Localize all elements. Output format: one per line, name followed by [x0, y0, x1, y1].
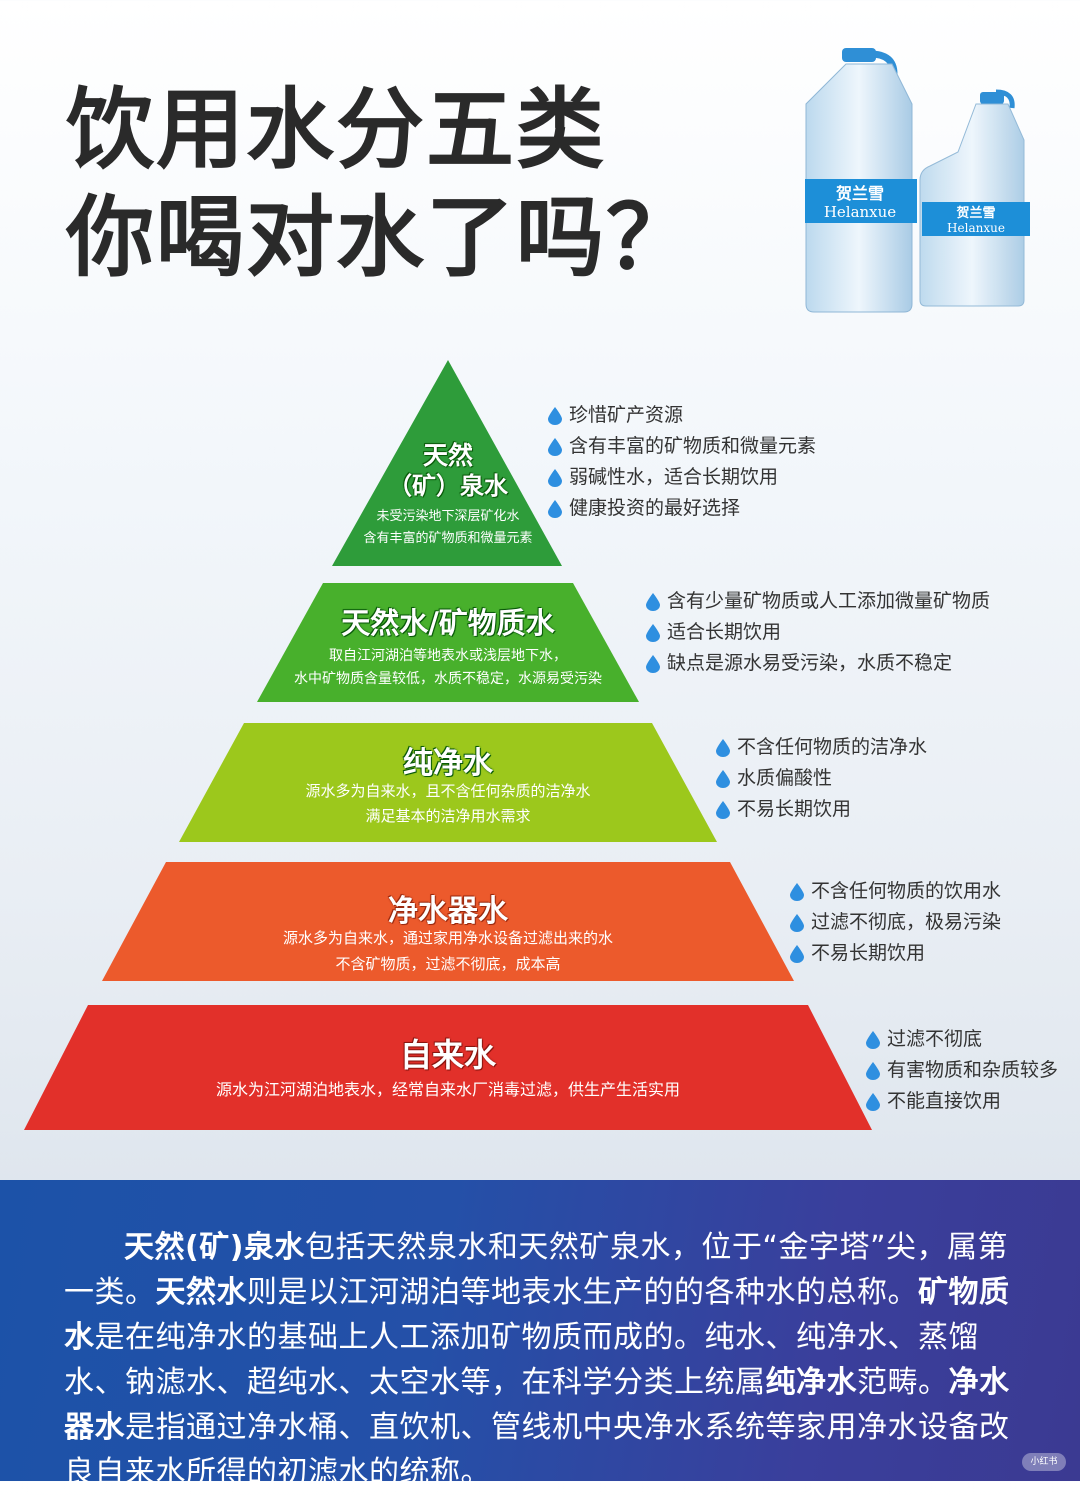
list-item: 不易长期饮用	[790, 938, 1001, 969]
list-item: 不含任何物质的饮用水	[790, 876, 1001, 907]
tier-3-desc-2: 满足基本的洁净用水需求	[365, 807, 531, 825]
term-mineral-spring-water: 天然(矿)泉水	[124, 1230, 305, 1265]
water-drop-icon	[866, 1030, 880, 1049]
water-drop-icon	[790, 882, 804, 901]
tier-5-bullets: 过滤不彻底 有害物质和杂质较多 不能直接饮用	[866, 1024, 1058, 1117]
list-item: 过滤不彻底	[866, 1024, 1058, 1055]
pyramid	[24, 360, 872, 1130]
title-line-2: 你喝对水了吗？	[66, 186, 697, 289]
tier-1-desc-1: 未受污染地下深层矿化水	[376, 509, 520, 524]
water-drop-icon	[646, 592, 660, 611]
tier-4-shape	[102, 862, 794, 981]
watermark: 小红书	[1022, 1453, 1066, 1471]
term-filtered-water: 净水器水	[64, 1365, 1010, 1445]
tier-3-bullets: 不含任何物质的洁净水 水质偏酸性 不易长期饮用	[716, 732, 927, 825]
tier-2-label: 天然水/矿物质水	[341, 606, 555, 640]
list-item: 适合长期饮用	[646, 617, 990, 648]
term-mineral-water: 矿物质水	[64, 1275, 1010, 1355]
term-natural-water: 天然水	[155, 1275, 247, 1310]
tier-2-bullets: 含有少量矿物质或人工添加微量矿物质 适合长期饮用 缺点是源水易受污染，水质不稳定	[646, 586, 990, 679]
tier-5-desc-1: 源水为江河湖泊地表水，经常自来水厂消毒过滤，供生产生活实用	[215, 1080, 680, 1099]
tier-5-shape	[24, 1005, 872, 1130]
list-item: 不能直接饮用	[866, 1086, 1058, 1117]
water-drop-icon	[548, 437, 562, 456]
water-drop-icon	[548, 468, 562, 487]
list-item: 健康投资的最好选择	[548, 493, 816, 524]
tier-4-desc-1: 源水多为自来水，通过家用净水设备过滤出来的水	[282, 929, 613, 947]
water-drop-icon	[866, 1092, 880, 1111]
list-item: 不含任何物质的洁净水	[716, 732, 927, 763]
list-item: 含有丰富的矿物质和微量元素	[548, 431, 816, 462]
tier-1-shape	[332, 360, 562, 566]
summary-paragraph: 天然(矿)泉水包括天然泉水和天然矿泉水，位于“金字塔”尖，属第一类。天然水则是以…	[64, 1230, 1010, 1490]
list-item: 过滤不彻底，极易污染	[790, 907, 1001, 938]
tier-3-desc-1: 源水多为自来水，且不含任何杂质的洁净水	[305, 782, 591, 800]
tier-2-desc-1: 取自江河湖泊等地表水或浅层地下水，	[329, 648, 567, 664]
tier-5-label: 自来水	[399, 1036, 496, 1074]
water-drop-icon	[790, 944, 804, 963]
title-line-1: 饮用水分五类	[66, 78, 607, 181]
list-item: 有害物质和杂质较多	[866, 1055, 1058, 1086]
tier-4-desc-2: 不含矿物质，过滤不彻底，成本高	[335, 955, 561, 973]
tier-3-label: 纯净水	[403, 746, 493, 781]
tier-4-bullets: 不含任何物质的饮用水 过滤不彻底，极易污染 不易长期饮用	[790, 876, 1001, 969]
water-drop-icon	[548, 499, 562, 518]
water-drop-icon	[646, 623, 660, 642]
summary-panel	[0, 1180, 1080, 1481]
bottle-brand-cn-small: 贺兰雪	[955, 205, 995, 221]
water-drop-icon	[716, 769, 730, 788]
tier-2-shape	[257, 583, 639, 702]
tier-4-label: 净水器水	[388, 894, 508, 929]
water-drop-icon	[716, 800, 730, 819]
tier-1-desc-2: 含有丰富的矿物质和微量元素	[363, 531, 533, 546]
water-bottles-image: 贺兰雪 Helanxue 贺兰雪 Helanxue	[805, 48, 1030, 313]
tier-1-label-b: （矿）泉水	[388, 472, 508, 500]
list-item: 水质偏酸性	[716, 763, 927, 794]
list-item: 不易长期饮用	[716, 794, 927, 825]
bottle-brand-en-small: Helanxue	[947, 221, 1005, 235]
water-drop-icon	[548, 406, 562, 425]
list-item: 弱碱性水，适合长期饮用	[548, 462, 816, 493]
term-purified-water: 纯净水	[765, 1365, 857, 1400]
tier-1-bullets: 珍惜矿产资源 含有丰富的矿物质和微量元素 弱碱性水，适合长期饮用 健康投资的最好…	[548, 400, 816, 524]
bottle-brand-cn-large: 贺兰雪	[835, 184, 884, 203]
bottle-brand-en-large: Helanxue	[824, 203, 896, 221]
water-drop-icon	[866, 1061, 880, 1080]
list-item: 含有少量矿物质或人工添加微量矿物质	[646, 586, 990, 617]
water-drop-icon	[646, 654, 660, 673]
tier-1-label-a: 天然	[422, 441, 473, 470]
tier-3-shape	[179, 723, 717, 842]
list-item: 珍惜矿产资源	[548, 400, 816, 431]
tier-2-desc-2: 水中矿物质含量较低，水质不稳定，水源易受污染	[294, 671, 602, 687]
water-drop-icon	[790, 913, 804, 932]
list-item: 缺点是源水易受污染，水质不稳定	[646, 648, 990, 679]
water-drop-icon	[716, 738, 730, 757]
